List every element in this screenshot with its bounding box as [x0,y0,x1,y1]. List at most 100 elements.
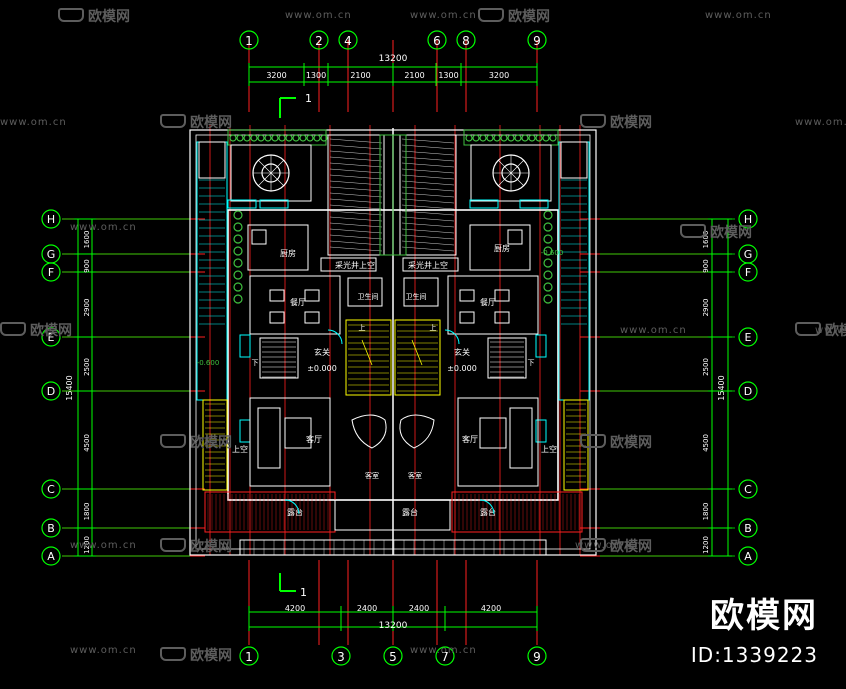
light-well-hatch [329,228,383,234]
shrub [543,210,553,220]
row-axis-label-left: F [48,266,54,279]
sink [507,229,523,245]
foyer-stair-right [487,337,527,379]
brand-id-text: ID:1339223 [690,643,818,667]
shrub [542,134,550,142]
column-axis-bubble-bottom [331,646,351,666]
row-axis-label-right: D [744,385,752,398]
column-axis-bubble-bottom [527,646,547,666]
stair-right [394,319,441,396]
dim-side-segment-right: 1200 [702,536,710,554]
bottom-steps [239,539,547,556]
light-well-hatch [329,162,383,168]
shrub [229,134,237,142]
dining-chair [494,311,510,324]
side-strip-right [558,141,590,401]
row-axis-bubble-right [738,381,758,401]
light-well-hatch [401,192,455,198]
curved-bed-right [399,414,435,449]
shrub [320,134,328,142]
column-axis-bubble-bottom [383,646,403,666]
shrub [549,134,557,142]
rosette-core [501,163,521,183]
room-label-dining-left: 餐厅 [290,298,306,307]
dim-side-segment-left: 1800 [83,503,91,521]
shrub [233,246,243,256]
row-axis-bubble-left [41,327,61,347]
column-axis-bubble-top [239,30,259,50]
window [259,199,289,209]
rosette-ring [252,154,290,192]
row-axis-label-left: G [47,248,56,261]
row-axis-label-right: H [744,213,752,226]
shrub [233,270,243,280]
column-axis-bubble-bottom [435,646,455,666]
shrub [543,234,553,244]
stair-up-label-right: 上 [430,323,437,332]
light-well-hatch [401,162,455,168]
window-side [535,334,547,358]
shrub [278,134,286,142]
shrub [306,134,314,142]
side-box-left [198,141,226,179]
room-label-toilet-left: 卫生间 [358,292,379,301]
light-well-hatch [401,186,455,192]
light-well-hatch [329,222,383,228]
shrub [535,134,543,142]
shrub [233,294,243,304]
column-axis-label-bottom: 1 [245,650,253,664]
foyer-stair-left [259,337,299,379]
dining-right [447,275,539,335]
light-well-hatch [329,168,383,174]
shrub [233,222,243,232]
dim-bottom-segment: 4200 [285,604,305,613]
dim-side-segment-left: 2500 [83,358,91,376]
window-side [535,419,547,443]
rosette-ring [492,154,530,192]
dim-top-segment: 3200 [489,71,509,80]
row-axis-label-left: D [47,385,55,398]
stair-down-label-left: 下 [252,359,259,367]
shrub [507,134,515,142]
toilet-left [347,277,383,307]
shrub [250,134,258,142]
dim-side-segment-right: 900 [702,259,710,272]
column-axis-label-top: 2 [315,34,323,48]
section-mark-bottom-label: 1 [300,586,307,599]
shrub [271,134,279,142]
room-label-terrace-left: 露台 [287,507,303,517]
light-well-hatch [401,156,455,162]
row-axis-bubble-left [41,209,61,229]
light-well-hatch [401,150,455,156]
shrub [264,134,272,142]
shrub [479,134,487,142]
light-well-hatch [401,144,455,150]
column-axis-bubble-top [338,30,358,50]
dim-top-total: 13200 [379,54,408,64]
light-well-hatch [329,156,383,162]
row-axis-label-right: C [744,483,752,496]
shrub [313,134,321,142]
column-axis-bubble-top [427,30,447,50]
level-foyer-left: ±0.000 [307,364,337,373]
light-well [327,134,385,256]
column-axis-bubble-top [309,30,329,50]
shrub [514,134,522,142]
central-planting-left [379,134,394,256]
living-left [249,397,331,487]
shrub [543,294,553,304]
column-axis-label-bottom: 5 [389,650,397,664]
window [519,199,549,209]
dining-chair [494,289,510,302]
room-label-foyer-left: 玄关 [314,347,330,357]
light-well-hatch [329,192,383,198]
row-axis-bubble-left [41,518,61,538]
row-axis-bubble-right [738,327,758,347]
void-stair-right [563,399,589,491]
dim-side-segment-right: 1800 [702,503,710,521]
dining-chair [269,311,285,324]
shrub [233,210,243,220]
brand-logo-text: 欧模网 [710,596,818,636]
light-well-hatch [401,234,455,240]
